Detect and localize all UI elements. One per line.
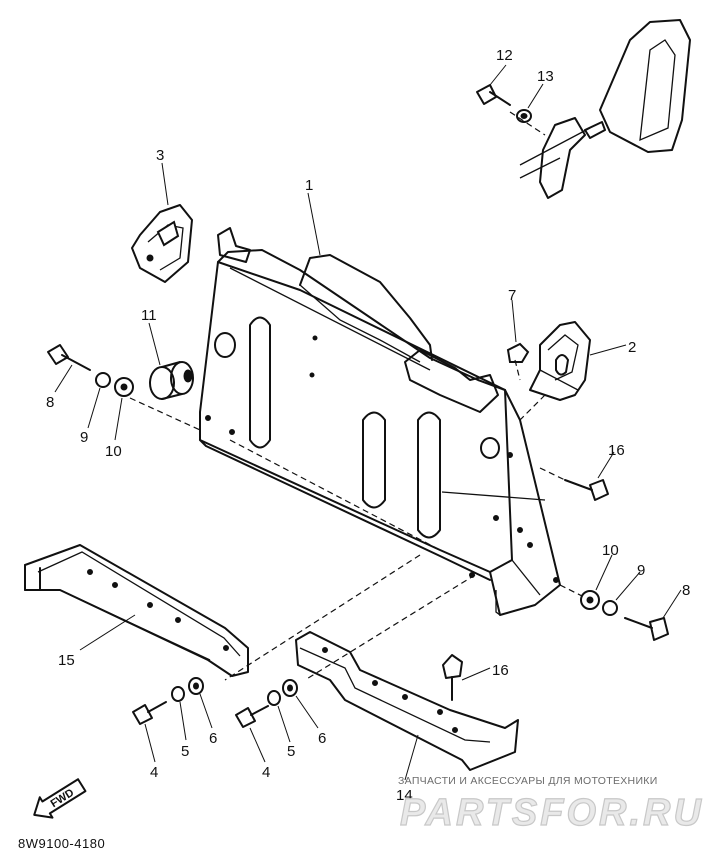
assembly-lines [129,111,583,681]
callout-labels: 1 2 3 4 4 5 5 6 6 7 8 8 9 9 10 10 11 12 … [46,47,690,804]
callout-13: 13 [537,68,554,85]
watermark-brand: PARTSFOR.RU [400,792,704,834]
callout-15: 15 [58,652,75,669]
callout-4-right: 4 [262,764,270,781]
callout-10-right: 10 [602,542,619,559]
callout-9-right: 9 [637,562,645,579]
callout-7: 7 [508,287,516,304]
callout-4-left: 4 [150,764,158,781]
callout-5-left: 5 [181,743,189,760]
fwd-arrow-icon: FWD [33,778,87,819]
bracket-part-2 [529,321,591,401]
callout-2: 2 [628,339,636,356]
main-frame-part [199,227,561,616]
bracket-part-3 [131,204,193,283]
callout-16-upper: 16 [608,442,625,459]
callout-9-left: 9 [80,429,88,446]
callout-16-lower: 16 [492,662,509,679]
handle-assembly [476,19,691,199]
callout-14: 14 [396,787,413,804]
diagram-code: 8W9100-4180 [18,836,105,851]
callout-6-left: 6 [209,730,217,747]
fasteners [47,342,669,728]
callout-8-left: 8 [46,394,54,411]
leader-lines [54,64,682,781]
watermark-tagline: ЗАПЧАСТИ И АКСЕССУАРЫ ДЛЯ МОТОТЕХНИКИ [398,775,658,787]
callout-10-left: 10 [105,443,122,460]
beam-part-14 [295,631,519,771]
callout-11: 11 [141,307,157,324]
callout-8-right: 8 [682,582,690,599]
callout-6-right: 6 [318,730,326,747]
callout-12: 12 [496,47,513,64]
beam-part-15 [24,544,249,677]
callout-1: 1 [305,177,313,194]
grommet-part-11 [149,361,194,400]
callout-5-right: 5 [287,743,295,760]
callout-3: 3 [156,147,164,164]
